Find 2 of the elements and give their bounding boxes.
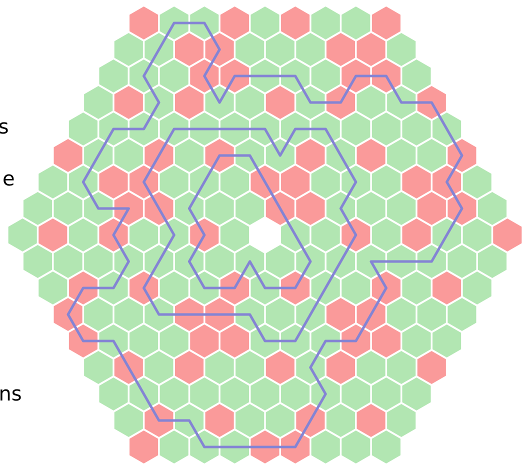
text-fragment: e — [4, 174, 14, 186]
text-fragment: ns — [0, 389, 21, 401]
